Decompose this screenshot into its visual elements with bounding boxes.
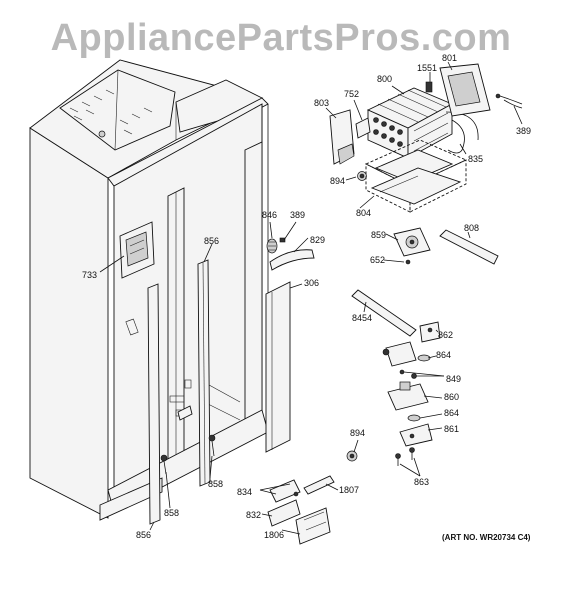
callout-864-upper: 864	[436, 350, 451, 360]
fan-and-defrost-parts	[266, 227, 499, 271]
callout-808: 808	[464, 223, 479, 233]
watermark-text: AppliancePartsPros.com	[51, 17, 512, 59]
callout-860: 860	[444, 392, 459, 402]
callout-858-left: 858	[164, 508, 179, 518]
callout-1806: 1806	[264, 530, 284, 540]
callout-306: 306	[304, 278, 319, 288]
callout-894-top: 894	[330, 176, 345, 186]
callout-804: 804	[356, 208, 371, 218]
callout-389-mid: 389	[290, 210, 305, 220]
callout-858-right: 858	[208, 479, 223, 489]
callout-733: 733	[82, 270, 97, 280]
callout-834: 834	[237, 487, 252, 497]
callout-389-top: 389	[516, 126, 531, 136]
callout-800: 800	[377, 74, 392, 84]
cabinet-trim-strips	[147, 259, 291, 525]
callout-801: 801	[442, 53, 457, 63]
callout-829: 829	[310, 235, 325, 245]
callout-846: 846	[262, 210, 277, 220]
hinge-and-damper-parts	[346, 289, 441, 466]
callout-863: 863	[414, 477, 429, 487]
callout-8454: 8454	[352, 313, 372, 323]
bottom-grille-parts	[267, 475, 335, 545]
callout-652: 652	[370, 255, 385, 265]
callout-856-bottom: 856	[136, 530, 151, 540]
callout-861: 861	[444, 424, 459, 434]
callout-859: 859	[371, 230, 386, 240]
callout-862: 862	[438, 330, 453, 340]
callout-labels: 1551 801 800 752 803 389 835 894 804 846…	[82, 53, 531, 540]
callout-1807: 1807	[339, 485, 359, 495]
callout-1551: 1551	[417, 63, 437, 73]
callout-leader-lines	[99, 61, 523, 535]
callout-803: 803	[314, 98, 329, 108]
callout-752: 752	[344, 89, 359, 99]
callout-856-top: 856	[204, 236, 219, 246]
evaporator-assembly	[329, 63, 523, 213]
callout-864-lower: 864	[444, 408, 459, 418]
art-number: (ART NO. WR20734 C4)	[442, 533, 531, 542]
callout-894-lower: 894	[350, 428, 365, 438]
callout-849: 849	[446, 374, 461, 384]
callout-835: 835	[468, 154, 483, 164]
callout-832: 832	[246, 510, 261, 520]
